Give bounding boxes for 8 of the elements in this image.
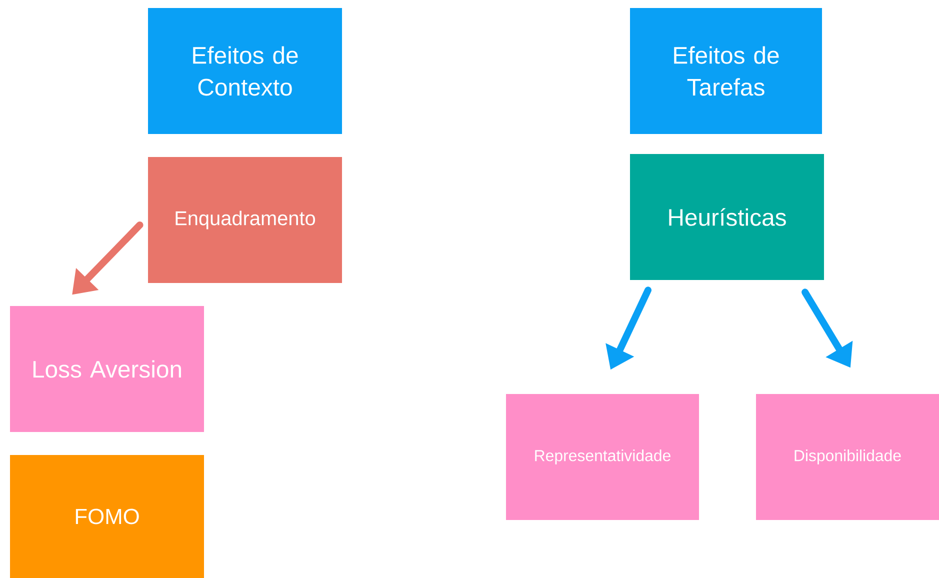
process-box: Heurísticas xyxy=(630,154,824,280)
process-box: Loss Aversion xyxy=(10,306,204,432)
process-box: Representatividade xyxy=(506,394,699,520)
process-box: Efeitos de Tarefas xyxy=(630,8,822,134)
process-box: Disponibilidade xyxy=(756,394,939,520)
process-box: FOMO xyxy=(10,454,204,578)
process-box: Enquadramento xyxy=(148,156,342,283)
process-box: Efeitos de Contexto xyxy=(148,8,342,134)
